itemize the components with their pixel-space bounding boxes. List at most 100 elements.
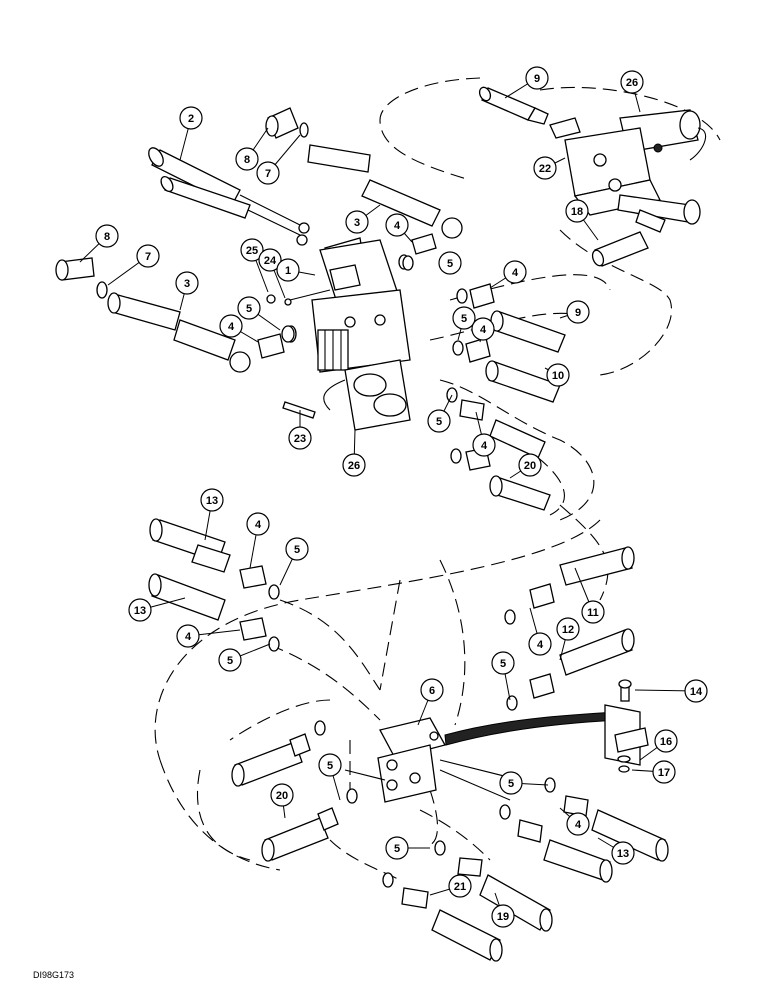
callout-number: 2 [188, 113, 194, 125]
callout-number: 4 [480, 324, 487, 336]
callout-24: 24 [258, 248, 282, 272]
callout-number: 8 [244, 154, 250, 166]
right-hose-group [402, 255, 566, 511]
callout-circle [472, 433, 496, 457]
callout-circle [240, 238, 264, 262]
mounting-bracket [604, 679, 649, 773]
callout-circle [654, 729, 678, 753]
callout-number: 5 [394, 843, 400, 855]
callout-4: 4 [503, 260, 527, 284]
callout-circle [95, 224, 119, 248]
callout-circle [566, 300, 590, 324]
callout-number: 5 [461, 313, 467, 325]
callout-circle [179, 106, 203, 130]
callout-5: 5 [452, 306, 476, 330]
callout-circle [491, 651, 515, 675]
callout-number: 13 [206, 495, 218, 507]
callout-4: 4 [246, 512, 270, 536]
callout-number: 5 [294, 544, 300, 556]
callout-number: 4 [537, 639, 544, 651]
callout-number: 4 [512, 267, 519, 279]
callout-14: 14 [684, 679, 708, 703]
callout-circle [452, 306, 476, 330]
callout-number: 6 [429, 685, 435, 697]
callout-circle [176, 624, 200, 648]
callout-number: 7 [145, 251, 151, 263]
callout-circle [499, 771, 523, 795]
callout-6: 6 [420, 678, 444, 702]
callout-circle [420, 678, 444, 702]
callout-13: 13 [611, 841, 635, 865]
callout-8: 8 [235, 147, 259, 171]
callout-circle [237, 296, 261, 320]
callout-4: 4 [219, 314, 243, 338]
callout-number: 5 [327, 760, 333, 772]
callout-5: 5 [427, 409, 451, 433]
callout-number: 24 [264, 255, 277, 267]
callout-circle [684, 679, 708, 703]
callout-5: 5 [438, 251, 462, 275]
callout-circle [448, 874, 472, 898]
callout-23: 23 [288, 426, 312, 450]
callout-5: 5 [499, 771, 523, 795]
callout-number: 3 [184, 278, 190, 290]
callout-18: 18 [565, 199, 589, 223]
callout-circle [581, 600, 605, 624]
callout-number: 26 [348, 460, 360, 472]
callout-circle [175, 271, 199, 295]
callout-number: 4 [255, 519, 262, 531]
callout-circle [611, 841, 635, 865]
callout-circle [246, 512, 270, 536]
callout-7: 7 [136, 244, 160, 268]
callout-5: 5 [237, 296, 261, 320]
callout-4: 4 [566, 812, 590, 836]
callout-number: 14 [690, 686, 703, 698]
callout-number: 16 [660, 736, 672, 748]
callout-5: 5 [491, 651, 515, 675]
callout-13: 13 [128, 598, 152, 622]
callout-circle [566, 812, 590, 836]
callout-number: 12 [562, 624, 574, 636]
callout-number: 9 [575, 307, 581, 319]
callout-20: 20 [270, 783, 294, 807]
callout-7: 7 [256, 161, 280, 185]
callout-17: 17 [652, 760, 676, 784]
callout-number: 4 [481, 440, 488, 452]
callout-number: 23 [294, 433, 306, 445]
callout-9: 9 [566, 300, 590, 324]
callout-number: 13 [617, 848, 629, 860]
callout-number: 7 [265, 168, 271, 180]
bottom-hose-group [231, 720, 669, 962]
callout-1: 1 [276, 258, 300, 282]
callout-number: 3 [354, 217, 360, 229]
callout-11: 11 [581, 600, 605, 624]
callout-number: 9 [534, 73, 540, 85]
callout-number: 19 [497, 911, 509, 923]
control-valve-assembly [266, 239, 411, 431]
middle-hose-group [148, 518, 635, 711]
callout-number: 4 [575, 819, 582, 831]
callout-circle [200, 488, 224, 512]
callout-number: 22 [539, 163, 551, 175]
callout-10: 10 [546, 363, 570, 387]
callout-circle [385, 213, 409, 237]
callout-circle [318, 753, 342, 777]
callout-circle [345, 210, 369, 234]
callout-2: 2 [179, 106, 203, 130]
callout-number: 25 [246, 245, 258, 257]
callout-circle [471, 317, 495, 341]
callout-3: 3 [345, 210, 369, 234]
callout-number: 18 [571, 206, 583, 218]
callout-number: 26 [626, 77, 638, 89]
callout-circle [427, 409, 451, 433]
callout-circle [438, 251, 462, 275]
callout-circle [342, 453, 366, 477]
callout-number: 10 [552, 370, 564, 382]
drawing-code: DI98G173 [33, 970, 74, 980]
callout-5: 5 [318, 753, 342, 777]
callout-circle [620, 70, 644, 94]
callout-12: 12 [556, 617, 580, 641]
callout-4: 4 [471, 317, 495, 341]
